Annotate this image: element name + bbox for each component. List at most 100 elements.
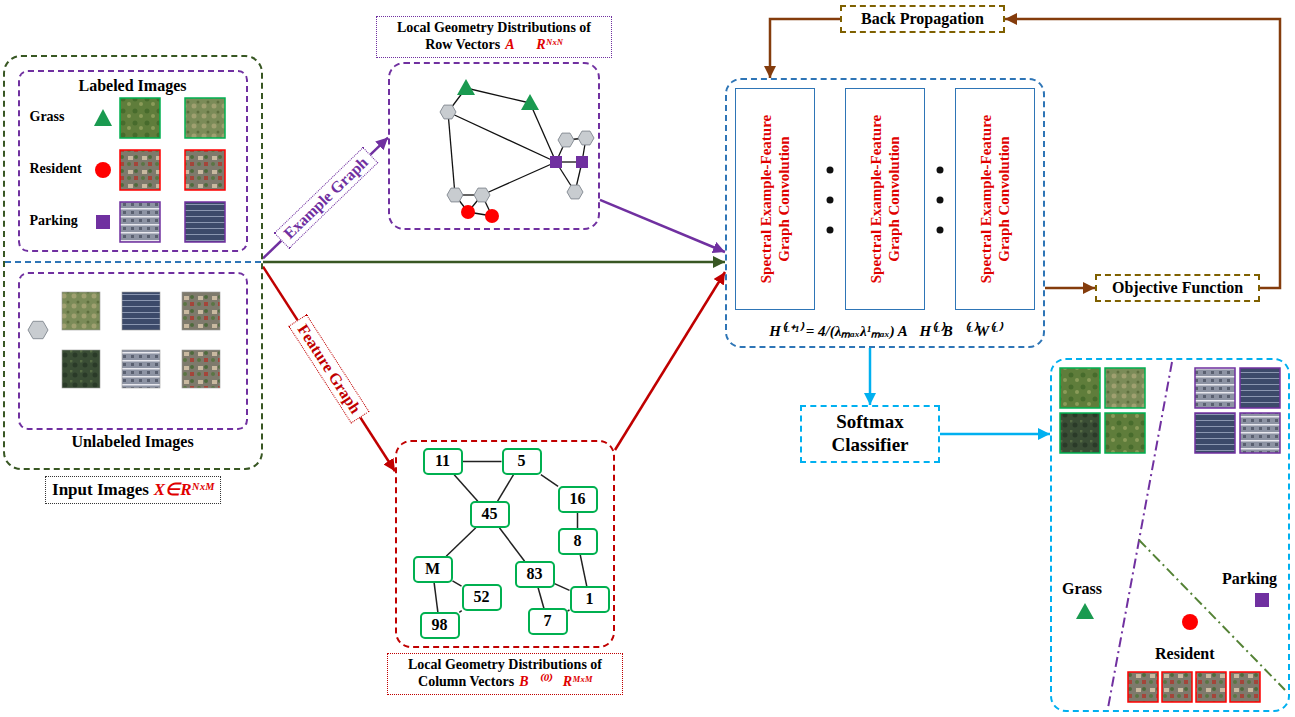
node-number: 5	[518, 452, 526, 470]
feature-graph-node: 52	[462, 584, 502, 610]
example-graph-box: Local Geometry Distributions of Row Vect…	[388, 62, 600, 230]
class-name: Parking	[30, 213, 78, 229]
class-symbol	[94, 109, 112, 229]
graph-edge	[453, 581, 462, 586]
process-box: Objective Function	[1095, 274, 1260, 302]
example-graph-vertex	[474, 188, 490, 202]
labeled-images-box: Labeled ImagesGrassResidentParking	[18, 70, 248, 252]
graph-edge	[446, 528, 476, 557]
graph-edge	[538, 588, 544, 609]
aerial-image	[122, 350, 160, 388]
node-number: 52	[474, 588, 490, 606]
panel-separator	[5, 261, 261, 263]
example-graph-vertex	[440, 105, 456, 119]
graph-edge	[463, 461, 502, 463]
class-symbol	[94, 109, 112, 126]
classified-image	[1060, 413, 1100, 453]
panel-title: Unlabeled Images	[71, 433, 193, 451]
aerial-image	[122, 292, 160, 330]
feature-graph-node: 11	[423, 448, 463, 474]
graph-edge	[498, 475, 514, 502]
aerial-image	[185, 98, 225, 138]
node-number: 45	[482, 505, 498, 523]
example-graph-vertex	[558, 133, 574, 147]
flow-arrow	[615, 272, 725, 450]
class-symbol	[1076, 603, 1094, 619]
flow-arrow	[263, 261, 725, 264]
feature-graph-node: M	[413, 556, 453, 582]
aerial-image	[62, 292, 220, 388]
class-name: Grass	[30, 109, 65, 125]
graph-edge	[580, 555, 587, 587]
unlabeled-symbol	[28, 321, 48, 338]
class-symbol	[1255, 593, 1269, 607]
classified-image	[1230, 672, 1260, 702]
layer-title: Spectral Example-Feature Graph Convoluti…	[757, 96, 793, 301]
aerial-image	[62, 350, 100, 388]
aerial-image	[120, 150, 160, 190]
aerial-image	[120, 202, 160, 242]
example-graph-vertex	[521, 94, 539, 110]
class-symbol	[1182, 614, 1198, 630]
caption-box: Local Geometry Distributions of Row Vect…	[376, 16, 612, 58]
feature-graph-node: 5	[502, 448, 542, 474]
class-name: Parking	[1222, 570, 1277, 588]
convolution-layer: Spectral Example-Feature Graph Convoluti…	[845, 88, 925, 310]
unlabeled-symbol	[28, 321, 48, 338]
classified-image	[1240, 368, 1280, 408]
classified-image	[1195, 413, 1235, 453]
feature-graph-node: 1	[570, 586, 610, 612]
aerial-image	[185, 150, 225, 190]
node-number: 16	[570, 490, 586, 508]
classified-image	[1128, 672, 1158, 702]
example-graph-vertex	[461, 205, 475, 219]
flow-arrow	[1005, 19, 1280, 288]
caption-box: Local Geometry Distributions of Column V…	[387, 653, 623, 695]
example-graph-edge	[530, 103, 556, 162]
flow-arrow	[940, 433, 1050, 436]
graph-edge	[568, 610, 570, 611]
classified-image	[1196, 672, 1226, 702]
example-graph-edge	[448, 88, 586, 216]
result-panel: GrassResident Parking	[1050, 358, 1290, 712]
feature-graph-node: 98	[420, 612, 460, 638]
example-graph-edge	[482, 162, 556, 195]
node-number: 83	[527, 565, 543, 583]
feature-graph-node: 83	[515, 561, 555, 587]
aerial-image	[182, 350, 220, 388]
example-graph-vertex	[576, 156, 588, 168]
node-number: 1	[586, 590, 594, 608]
node-number: 8	[574, 532, 582, 550]
node-number: 11	[435, 452, 450, 470]
example-graph-edge	[466, 88, 530, 103]
flow-arrow	[770, 19, 840, 78]
class-name: Resident	[30, 161, 82, 177]
process-box: Back Propagation	[840, 5, 1005, 33]
layer-title: Spectral Example-Feature Graph Convoluti…	[867, 96, 903, 301]
classified-image	[1060, 368, 1100, 408]
process-label: Objective Function	[1112, 279, 1243, 297]
unlabeled-images-box: Unlabeled Images	[18, 272, 248, 430]
class-symbol	[95, 162, 111, 178]
edge-label: Feature Graph	[288, 314, 370, 424]
graph-edge	[541, 475, 558, 487]
layer-dots	[827, 227, 834, 234]
classified-image	[1105, 368, 1145, 408]
process-label: Softmax Classifier	[808, 411, 932, 457]
matrix-symbol: A⃗∈Rᴺˣᴺ	[505, 37, 563, 52]
panel-title: Labeled Images	[79, 77, 187, 95]
decision-boundary	[1139, 540, 1285, 690]
example-graph-vertex	[578, 131, 594, 145]
example-graph-edge	[448, 112, 556, 162]
class-name: Resident	[1155, 645, 1215, 663]
layer-dots	[827, 197, 834, 204]
class-name: Grass	[1062, 580, 1102, 598]
convolution-layer: Spectral Example-Feature Graph Convoluti…	[955, 88, 1035, 310]
node-number: 7	[544, 612, 552, 630]
feature-graph-node: 45	[470, 501, 510, 527]
example-graph-vertex	[485, 209, 499, 223]
panel-caption: Input Images	[52, 480, 149, 499]
layer-title: Spectral Example-Feature Graph Convoluti…	[977, 96, 1013, 301]
edge-label: Example Graph	[273, 147, 377, 249]
node-number: M	[425, 560, 440, 578]
